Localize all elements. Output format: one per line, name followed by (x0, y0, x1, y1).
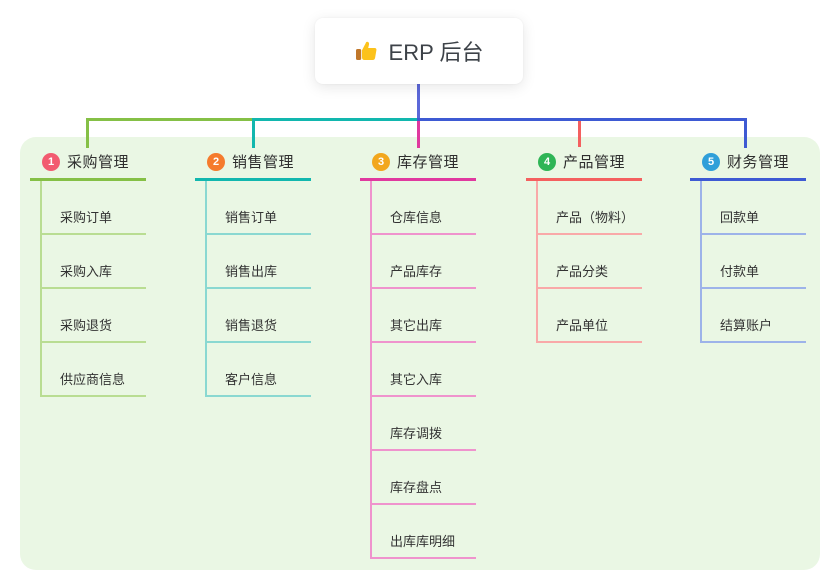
branch-header[interactable]: 5 财务管理 (690, 145, 806, 181)
item-label: 采购退货 (60, 318, 113, 333)
root-node[interactable]: ERP 后台 (315, 18, 523, 84)
branch-number-badge: 5 (702, 152, 720, 171)
connector-finance-drop (744, 118, 747, 148)
mindmap-item[interactable]: 客户信息 (207, 343, 311, 397)
mindmap-item[interactable]: 其它入库 (372, 343, 476, 397)
branch-label: 销售管理 (232, 154, 295, 171)
item-label: 出库库明细 (390, 534, 456, 549)
connector-purchase-horizontal (86, 118, 255, 121)
item-label: 产品库存 (390, 264, 443, 279)
item-label: 产品单位 (556, 318, 609, 333)
mindmap-item[interactable]: 付款单 (702, 235, 806, 289)
mindmap-item[interactable]: 销售出库 (207, 235, 311, 289)
mindmap-item[interactable]: 回款单 (702, 181, 806, 235)
branch-label: 财务管理 (727, 154, 790, 171)
branch-header[interactable]: 2 销售管理 (195, 145, 311, 181)
branch-label: 库存管理 (397, 154, 460, 171)
item-label: 销售出库 (225, 264, 278, 279)
branch-label: 产品管理 (563, 154, 626, 171)
mindmap-branch: 1 采购管理 采购订单采购入库采购退货供应商信息 (30, 145, 146, 397)
item-label: 其它入库 (390, 372, 443, 387)
branch-items: 采购订单采购入库采购退货供应商信息 (40, 181, 146, 397)
connector-sales-drop (252, 118, 255, 148)
branch-label: 采购管理 (67, 154, 130, 171)
mindmap-item[interactable]: 出库库明细 (372, 505, 476, 559)
branch-items: 仓库信息产品库存其它出库其它入库库存调拨库存盘点出库库明细 (370, 181, 476, 559)
mindmap-item[interactable]: 库存盘点 (372, 451, 476, 505)
connector-product-drop (578, 121, 581, 147)
mindmap-item[interactable]: 销售退货 (207, 289, 311, 343)
item-label: 库存调拨 (390, 426, 443, 441)
connector-finance-horizontal (417, 118, 747, 121)
mindmap-item[interactable]: 产品单位 (538, 289, 642, 343)
item-label: 付款单 (720, 264, 760, 279)
branch-items: 回款单付款单结算账户 (700, 181, 806, 343)
mindmap-item[interactable]: 产品分类 (538, 235, 642, 289)
item-label: 客户信息 (225, 372, 278, 387)
connector-purchase-drop (86, 118, 89, 148)
branch-header[interactable]: 1 采购管理 (30, 145, 146, 181)
mindmap-branch: 2 销售管理 销售订单销售出库销售退货客户信息 (195, 145, 311, 397)
item-label: 产品分类 (556, 264, 609, 279)
root-connector-stem (417, 84, 420, 121)
branch-number-badge: 3 (372, 152, 390, 171)
item-label: 供应商信息 (60, 372, 126, 387)
mindmap-item[interactable]: 其它出库 (372, 289, 476, 343)
branch-number-badge: 4 (538, 152, 556, 171)
branch-items: 销售订单销售出库销售退货客户信息 (205, 181, 311, 397)
item-label: 回款单 (720, 210, 760, 225)
mindmap-item[interactable]: 销售订单 (207, 181, 311, 235)
mindmap-item[interactable]: 采购入库 (42, 235, 146, 289)
mindmap-branch: 4 产品管理 产品（物料） 产品分类产品单位 (526, 145, 642, 343)
branch-items: 产品（物料） 产品分类产品单位 (536, 181, 642, 343)
branch-header[interactable]: 4 产品管理 (526, 145, 642, 181)
mindmap-item[interactable]: 供应商信息 (42, 343, 146, 397)
item-label: 采购订单 (60, 210, 113, 225)
connector-sales-horizontal (252, 118, 420, 121)
branch-header[interactable]: 3 库存管理 (360, 145, 476, 181)
branches-background-panel (20, 137, 820, 570)
item-label: 销售退货 (225, 318, 278, 333)
mindmap-item[interactable]: 仓库信息 (372, 181, 476, 235)
item-label: 库存盘点 (390, 480, 443, 495)
branch-number-badge: 1 (42, 152, 60, 171)
mindmap-item[interactable]: 产品库存 (372, 235, 476, 289)
item-label: 销售订单 (225, 210, 278, 225)
mindmap-item[interactable]: 结算账户 (702, 289, 806, 343)
thumbs-up-icon (355, 39, 379, 63)
item-label: 结算账户 (720, 318, 773, 333)
mindmap-item[interactable]: 采购退货 (42, 289, 146, 343)
mindmap-item[interactable]: 库存调拨 (372, 397, 476, 451)
connector-inventory-drop (417, 121, 420, 148)
root-node-label: ERP 后台 (388, 40, 484, 65)
mindmap-branch: 5 财务管理 回款单付款单结算账户 (690, 145, 806, 343)
item-label: 产品（物料） (556, 210, 635, 225)
mindmap-branch: 3 库存管理 仓库信息产品库存其它出库其它入库库存调拨库存盘点出库库明细 (360, 145, 476, 559)
item-label: 仓库信息 (390, 210, 443, 225)
branch-number-badge: 2 (207, 152, 225, 171)
item-label: 采购入库 (60, 264, 113, 279)
mindmap-item[interactable]: 采购订单 (42, 181, 146, 235)
item-label: 其它出库 (390, 318, 443, 333)
mindmap-item[interactable]: 产品（物料） (538, 181, 642, 235)
